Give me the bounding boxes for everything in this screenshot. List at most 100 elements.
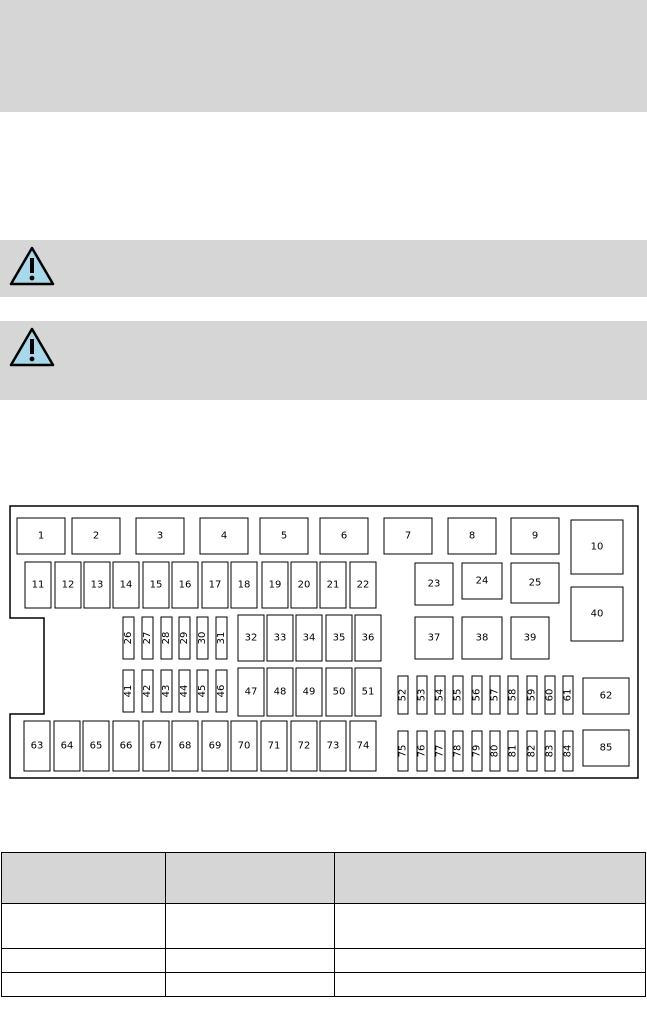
header-band <box>0 0 647 112</box>
fuse-label-29: 29 <box>179 632 190 645</box>
fuse-label-62: 62 <box>600 691 613 702</box>
fuse-slot-10 <box>570 519 624 575</box>
fuse-label-24: 24 <box>476 576 489 587</box>
fuse-slot-71 <box>260 720 288 772</box>
fuse-slot-26 <box>122 616 135 660</box>
fuse-slot-20 <box>290 561 318 609</box>
fuse-slot-18 <box>230 561 258 609</box>
fuse-label-70: 70 <box>238 741 251 752</box>
fuse-slot-57 <box>489 675 501 715</box>
table-header <box>334 852 646 904</box>
table-row <box>1 903 646 949</box>
fuse-slot-62 <box>582 677 630 715</box>
fuse-label-10: 10 <box>591 542 604 553</box>
fuse-label-28: 28 <box>161 632 172 645</box>
fuse-slot-77 <box>434 730 446 772</box>
fuse-label-1: 1 <box>38 531 44 542</box>
fuse-label-6: 6 <box>341 531 347 542</box>
fuse-slot-36 <box>354 614 382 662</box>
table-header <box>164 852 336 904</box>
fuse-label-46: 46 <box>216 685 227 698</box>
table-cell <box>334 972 646 997</box>
fuse-slot-50 <box>325 667 353 717</box>
fuse-slot-85 <box>582 729 630 767</box>
fuse-label-73: 73 <box>327 741 340 752</box>
fuse-slot-61 <box>562 675 574 715</box>
fuse-label-48: 48 <box>274 687 287 698</box>
fuse-slot-51 <box>354 667 382 717</box>
fuse-label-67: 67 <box>150 741 163 752</box>
fuse-label-43: 43 <box>161 685 172 698</box>
fuse-label-35: 35 <box>333 633 346 644</box>
fuse-slot-12 <box>54 561 82 609</box>
fuse-slot-2 <box>71 517 121 555</box>
fuse-label-82: 82 <box>527 745 538 758</box>
fuse-label-50: 50 <box>333 687 346 698</box>
warning-triangle-icon <box>9 327 55 367</box>
fuse-slot-54 <box>434 675 446 715</box>
fuse-label-42: 42 <box>142 685 153 698</box>
fuse-label-78: 78 <box>453 745 464 758</box>
table-cell <box>1 903 166 949</box>
fuse-label-54: 54 <box>435 689 446 702</box>
fuse-slot-38 <box>461 616 503 660</box>
fuse-slot-13 <box>83 561 111 609</box>
fuse-slot-6 <box>319 517 369 555</box>
fuse-label-12: 12 <box>62 580 75 591</box>
fuse-label-19: 19 <box>269 580 282 591</box>
fuse-label-64: 64 <box>61 741 74 752</box>
fuse-label-39: 39 <box>524 633 537 644</box>
fuse-label-3: 3 <box>157 531 163 542</box>
fuse-label-21: 21 <box>327 580 340 591</box>
fuse-label-79: 79 <box>472 745 483 758</box>
fuse-label-71: 71 <box>268 741 281 752</box>
fuse-slot-15 <box>142 561 170 609</box>
fuse-box-outline <box>9 505 639 779</box>
fuse-label-32: 32 <box>245 633 258 644</box>
fuse-label-37: 37 <box>428 633 441 644</box>
warning-triangle-icon <box>9 246 55 286</box>
fuse-label-65: 65 <box>90 741 103 752</box>
fuse-slot-3 <box>135 517 185 555</box>
fuse-slot-52 <box>397 675 409 715</box>
fuse-label-77: 77 <box>435 745 446 758</box>
fuse-slot-23 <box>414 562 454 606</box>
fuse-label-51: 51 <box>362 687 375 698</box>
fuse-label-27: 27 <box>142 632 153 645</box>
fuse-slot-70 <box>230 720 258 772</box>
fuse-label-9: 9 <box>532 531 538 542</box>
table-cell <box>164 948 336 973</box>
fuse-slot-74 <box>349 720 377 772</box>
fuse-slot-47 <box>237 667 265 717</box>
fuse-label-41: 41 <box>123 685 134 698</box>
fuse-label-85: 85 <box>600 743 613 754</box>
fuse-slot-40 <box>570 586 624 642</box>
table-cell <box>1 972 166 997</box>
fuse-slot-59 <box>526 675 538 715</box>
fuse-label-47: 47 <box>245 687 258 698</box>
fuse-label-34: 34 <box>303 633 316 644</box>
fuse-slot-48 <box>266 667 294 717</box>
fuse-slot-56 <box>471 675 483 715</box>
fuse-label-11: 11 <box>32 580 45 591</box>
fuse-label-72: 72 <box>298 741 311 752</box>
fuse-slot-28 <box>160 616 173 660</box>
fuse-label-69: 69 <box>209 741 222 752</box>
fuse-slot-84 <box>562 730 574 772</box>
table-cell <box>164 903 336 949</box>
fuse-label-80: 80 <box>490 745 501 758</box>
fuse-slot-19 <box>261 561 289 609</box>
fuse-slot-78 <box>452 730 464 772</box>
fuse-label-40: 40 <box>591 609 604 620</box>
warning-box-1 <box>0 240 647 297</box>
fuse-slot-29 <box>178 616 191 660</box>
fuse-label-36: 36 <box>362 633 375 644</box>
warning-box-2 <box>0 321 647 400</box>
fuse-label-60: 60 <box>545 689 556 702</box>
fuse-slot-53 <box>416 675 428 715</box>
fuse-slot-37 <box>414 616 454 660</box>
fuse-label-75: 75 <box>398 745 409 758</box>
fuse-slot-75 <box>397 730 409 772</box>
table-cell <box>1 948 166 973</box>
